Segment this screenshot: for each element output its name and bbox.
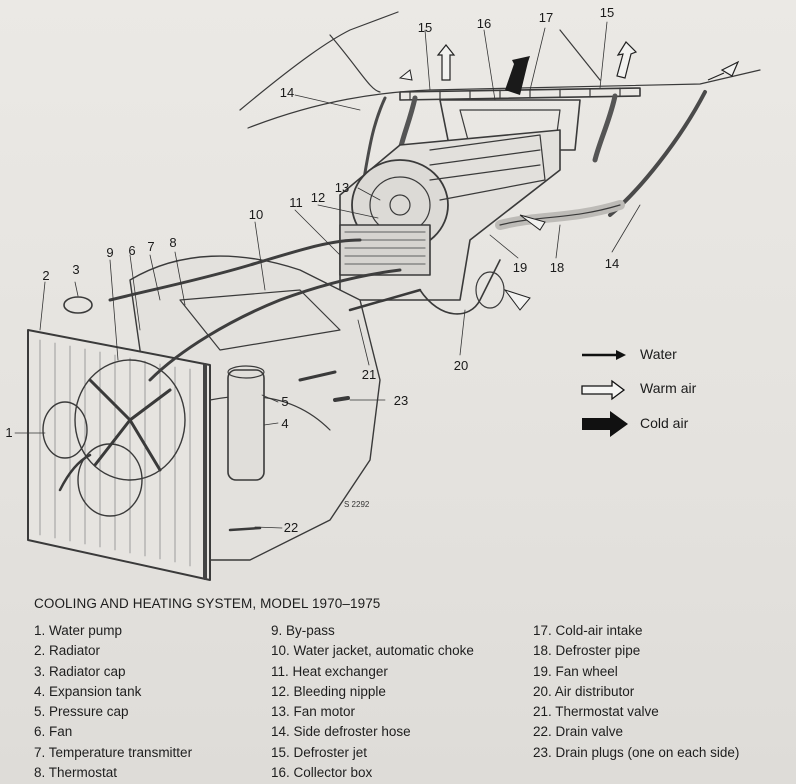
callout-15-right: 15	[599, 5, 615, 20]
parts-list-item: 21. Thermostat valve	[533, 704, 659, 720]
callout-14-right: 14	[604, 256, 620, 271]
parts-list-item: 12. Bleeding nipple	[271, 683, 386, 699]
callout-21: 21	[361, 367, 377, 382]
callout-6: 6	[128, 243, 136, 258]
figure-caption: COOLING AND HEATING SYSTEM, MODEL 1970–1…	[34, 596, 381, 611]
parts-list-item: 19. Fan wheel	[533, 663, 618, 679]
parts-list-item: 23. Drain plugs (one on each side)	[533, 744, 740, 760]
outline-arrow-icon	[578, 380, 628, 396]
thin-arrow-icon	[578, 346, 628, 362]
callout-4: 4	[281, 416, 289, 431]
parts-list-column-2: 9. By-pass 10. Water jacket, automatic c…	[271, 621, 474, 783]
bold-arrow-icon	[578, 415, 628, 431]
callout-18: 18	[549, 260, 565, 275]
parts-list-item: 22. Drain valve	[533, 724, 624, 740]
parts-list-item: 14. Side defroster hose	[271, 724, 411, 740]
parts-list-item: 7. Temperature transmitter	[34, 744, 193, 760]
parts-list-item: 1. Water pump	[34, 623, 123, 638]
callout-3: 3	[72, 262, 80, 277]
parts-list-item: 10. Water jacket, automatic choke	[271, 643, 474, 659]
parts-list-column-3: 17. Cold-air intake 18. Defroster pipe 1…	[533, 621, 739, 763]
cooling-heating-diagram	[14, 11, 761, 581]
parts-list-item: 5. Pressure cap	[34, 704, 129, 720]
parts-list-item: 4. Expansion tank	[34, 683, 142, 699]
callout-13: 13	[334, 180, 350, 195]
callout-8: 8	[169, 235, 177, 250]
figure-reference: S 2292	[344, 500, 370, 509]
callout-23: 23	[393, 393, 409, 408]
callout-14-left: 14	[279, 85, 295, 100]
callout-5: 5	[281, 394, 289, 409]
callout-10: 10	[248, 207, 264, 222]
parts-list-item: 16. Collector box	[271, 765, 373, 781]
parts-list-item: 6. Fan	[34, 724, 73, 740]
parts-list-item: 13. Fan motor	[271, 704, 356, 720]
callout-11: 11	[289, 195, 303, 210]
parts-list-item: 15. Defroster jet	[271, 744, 368, 760]
callout-20: 20	[453, 358, 469, 373]
legend-warm-air: Warm air	[578, 380, 696, 396]
legend-label: Warm air	[640, 380, 697, 396]
callout-9: 9	[106, 245, 114, 260]
legend-cold-air: Cold air	[578, 415, 688, 431]
callout-22: 22	[283, 520, 299, 535]
callout-15-left: 15	[417, 20, 433, 35]
parts-list-item: 18. Defroster pipe	[533, 643, 641, 659]
legend-symbols	[581, 350, 628, 437]
parts-list-item: 3. Radiator cap	[34, 663, 126, 679]
parts-list-item: 9. By-pass	[271, 623, 335, 638]
callout-2: 2	[42, 268, 50, 283]
parts-list-item: 11. Heat exchanger	[271, 663, 388, 679]
legend-label: Cold air	[640, 415, 689, 431]
parts-list-column-1: 1. Water pump 2. Radiator 3. Radiator ca…	[34, 621, 192, 783]
parts-list-item: 2. Radiator	[34, 643, 101, 659]
callout-19: 19	[512, 260, 528, 275]
parts-list-item: 17. Cold-air intake	[533, 623, 643, 638]
callout-12: 12	[310, 190, 326, 205]
callout-16: 16	[476, 16, 492, 31]
air-flow-arrows	[398, 41, 740, 311]
parts-list-item: 8. Thermostat	[34, 765, 118, 781]
legend-label: Water	[640, 346, 677, 362]
callout-7: 7	[147, 239, 155, 254]
parts-list-item: 20. Air distributor	[533, 683, 635, 699]
legend-water: Water	[578, 346, 677, 362]
callout-17: 17	[538, 10, 554, 25]
callout-1: 1	[5, 425, 13, 440]
